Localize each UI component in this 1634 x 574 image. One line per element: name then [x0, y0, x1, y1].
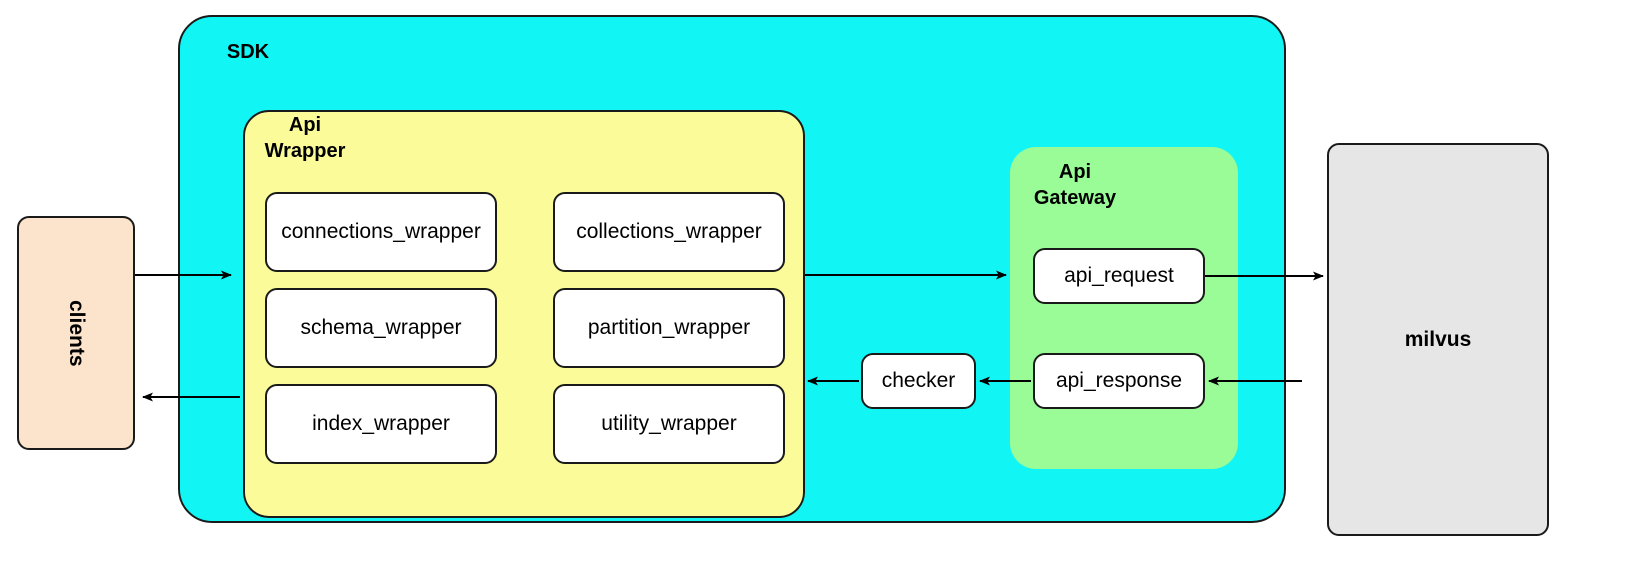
node-api-response[interactable]: api_response: [1033, 353, 1205, 409]
node-partition-wrapper[interactable]: partition_wrapper: [553, 288, 785, 368]
node-api-request[interactable]: api_request: [1033, 248, 1205, 304]
container-api-wrapper-label: Api Wrapper: [264, 114, 346, 162]
entity-milvus[interactable]: milvus: [1327, 143, 1549, 536]
entity-clients-label: clients: [65, 299, 88, 367]
node-utility-wrapper[interactable]: utility_wrapper: [553, 384, 785, 464]
node-connections-wrapper[interactable]: connections_wrapper: [265, 192, 497, 272]
node-index-wrapper[interactable]: index_wrapper: [265, 384, 497, 464]
container-api-gateway-label: Api Gateway: [1033, 161, 1117, 209]
container-sdk-label: SDK: [226, 41, 270, 63]
node-schema-wrapper[interactable]: schema_wrapper: [265, 288, 497, 368]
entity-clients[interactable]: clients: [17, 216, 135, 450]
node-checker[interactable]: checker: [861, 353, 976, 409]
node-collections-wrapper[interactable]: collections_wrapper: [553, 192, 785, 272]
container-api-gateway: [1010, 147, 1238, 469]
